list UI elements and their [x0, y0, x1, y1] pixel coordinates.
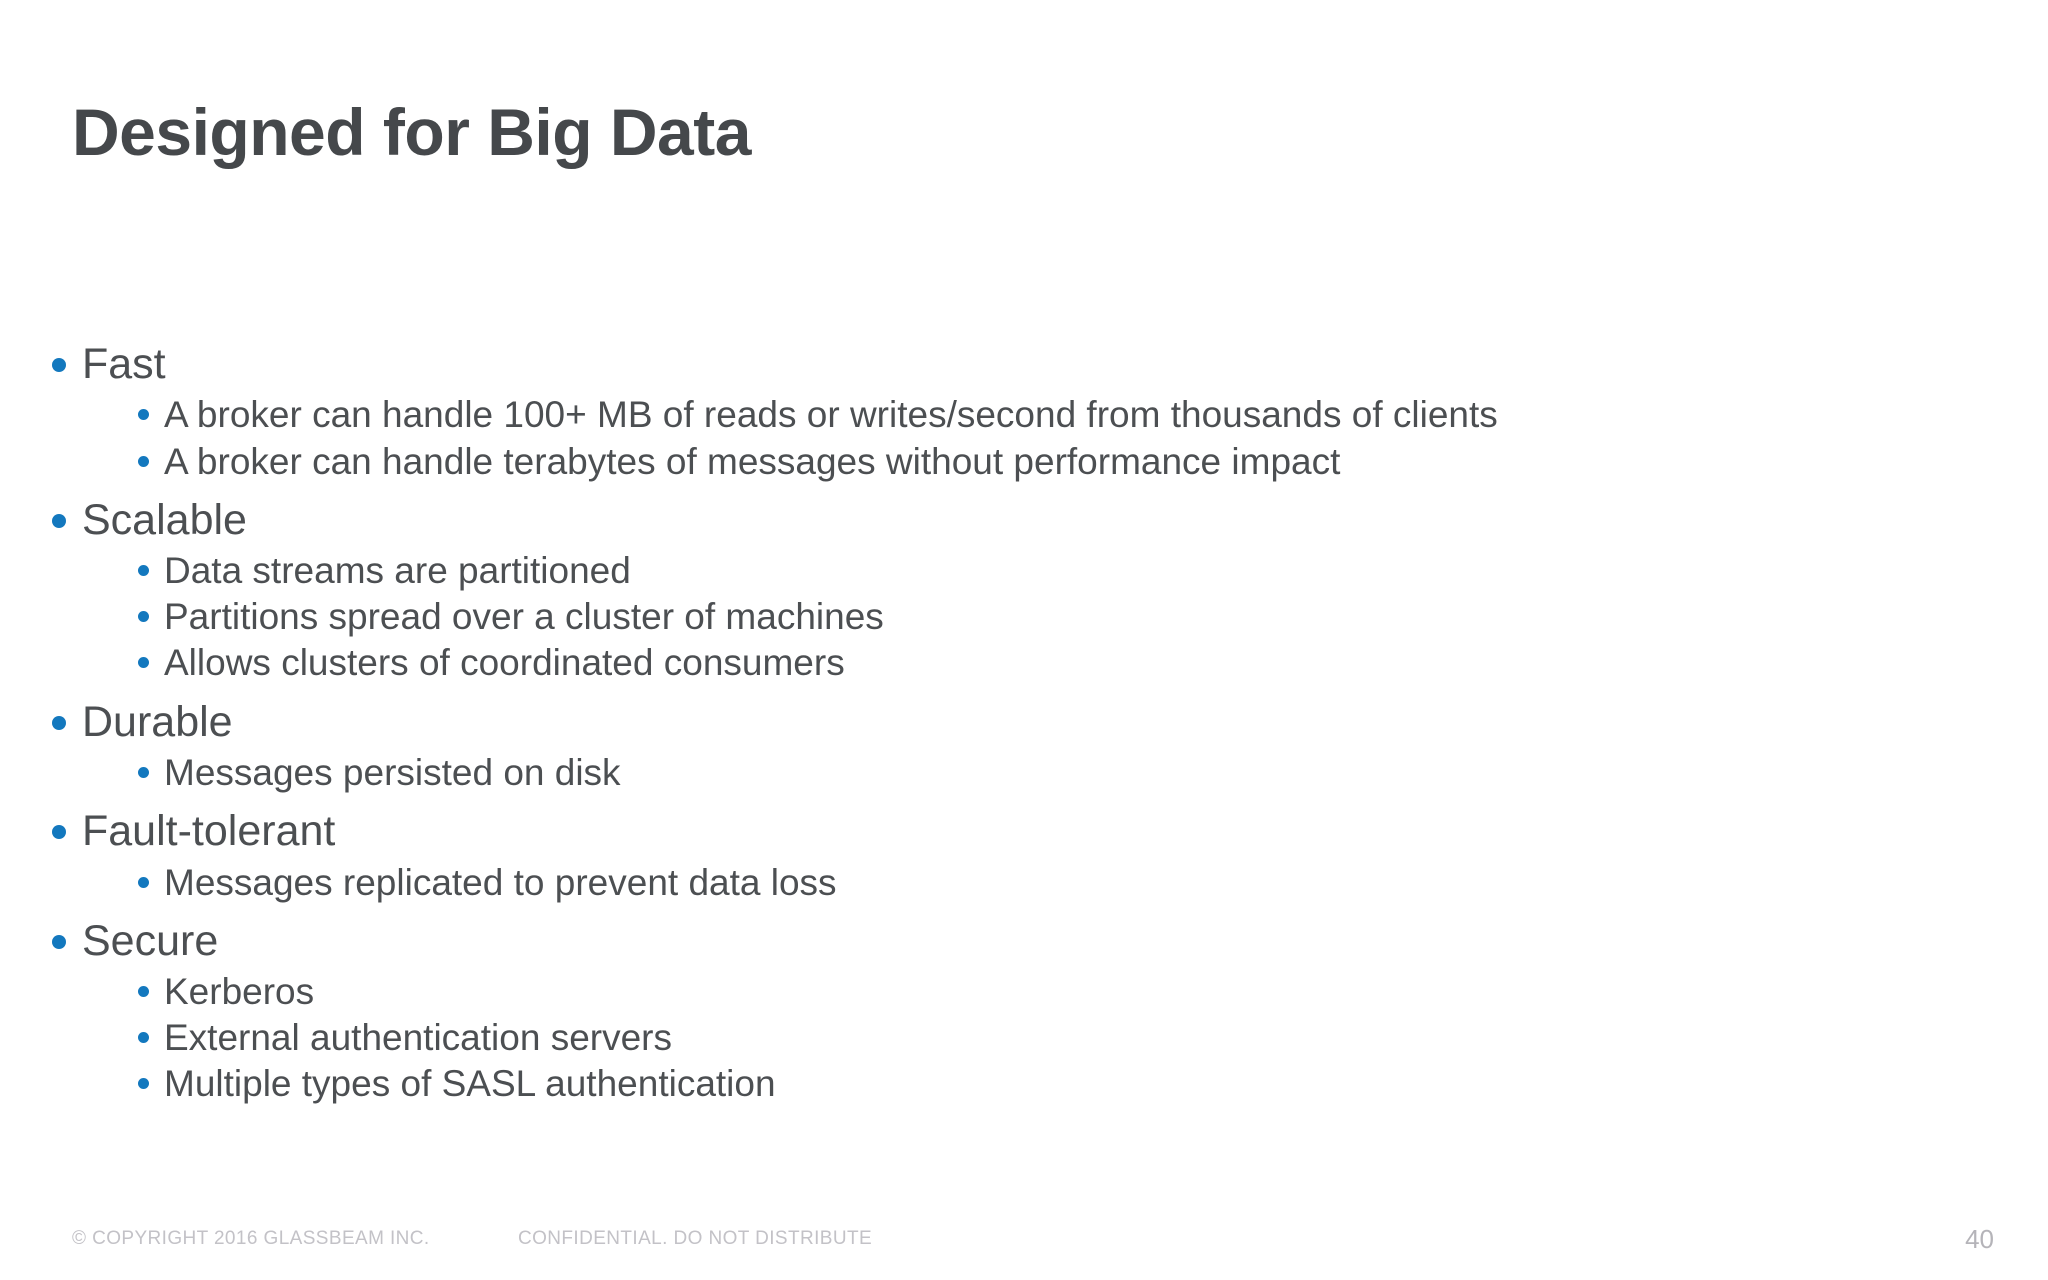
footer-copyright: © COPYRIGHT 2016 GLASSBEAM INC.	[72, 1228, 430, 1249]
slide-footer: © COPYRIGHT 2016 GLASSBEAM INC. CONFIDEN…	[0, 1224, 2048, 1258]
bullet-label-level2: Data streams are partitioned	[164, 550, 631, 592]
bullet-dot-icon	[138, 876, 149, 888]
page-number: 40	[1965, 1224, 1994, 1254]
sub-bullet-list: Messages replicated to prevent data loss	[52, 860, 1988, 905]
bullet-dot-icon	[52, 358, 66, 372]
bullet-label-level2: A broker can handle 100+ MB of reads or …	[164, 394, 1498, 436]
footer-confidentiality-notice: CONFIDENTIAL. DO NOT DISTRIBUTE	[518, 1228, 873, 1249]
bullet-label-level2: Multiple types of SASL authentication	[164, 1063, 776, 1105]
bullet-item-level1: Fast	[52, 338, 1988, 390]
bullet-dot-icon	[52, 513, 66, 528]
bullet-item-level1: Secure	[52, 915, 1988, 967]
bullet-label-level1: Fault-tolerant	[82, 807, 336, 856]
bullet-item-level2: A broker can handle terabytes of message…	[52, 439, 1988, 484]
sub-bullet-list: A broker can handle 100+ MB of reads or …	[52, 392, 1988, 483]
bullet-dot-icon	[52, 934, 66, 949]
bullet-dot-icon	[138, 611, 149, 623]
bullet-item-level2: A broker can handle 100+ MB of reads or …	[52, 392, 1988, 437]
page-title: Designed for Big Data	[72, 95, 751, 170]
bullet-label-level1: Durable	[82, 697, 233, 746]
sub-bullet-list: Messages persisted on disk	[52, 750, 1988, 795]
bullet-item-level2: Partitions spread over a cluster of mach…	[52, 594, 1988, 639]
bullet-item-level2: Kerberos	[52, 969, 1988, 1014]
bullet-item-level1: Scalable	[52, 494, 1988, 546]
bullet-item-level2: External authentication servers	[52, 1015, 1988, 1060]
bullet-label-level2: Messages persisted on disk	[164, 751, 621, 793]
bullet-item-level2: Data streams are partitioned	[52, 548, 1988, 593]
bullet-item-level1: Durable	[52, 696, 1988, 748]
bullet-label-level2: A broker can handle terabytes of message…	[164, 440, 1341, 482]
bullet-label-level1: Fast	[82, 340, 166, 388]
bullet-item-level2: Allows clusters of coordinated consumers	[52, 640, 1988, 685]
bullet-label-level2: Allows clusters of coordinated consumers	[164, 642, 845, 684]
bullet-label-level1: Scalable	[82, 495, 247, 544]
bullet-dot-icon	[138, 766, 149, 778]
bullet-dot-icon	[138, 1032, 149, 1044]
bullet-item-level2: Messages persisted on disk	[52, 750, 1988, 795]
bullet-dot-icon	[138, 565, 149, 577]
bullet-dot-icon	[138, 455, 149, 467]
bullet-dot-icon	[138, 1078, 149, 1090]
bullet-item-level1: Fault-tolerant	[52, 805, 1988, 857]
bullet-item-level2: Multiple types of SASL authentication	[52, 1061, 1988, 1106]
bullet-group: Fast A broker can handle 100+ MB of reads…	[52, 338, 1988, 484]
bullet-item-level2: Messages replicated to prevent data loss	[52, 860, 1988, 905]
bullet-label-level1: Secure	[82, 916, 219, 965]
bullet-dot-icon	[52, 715, 66, 730]
bullet-label-level2: Messages replicated to prevent data loss	[164, 861, 837, 903]
bullet-list: Fast A broker can handle 100+ MB of reads…	[52, 338, 1988, 1117]
bullet-dot-icon	[138, 657, 149, 669]
bullet-label-level2: Kerberos	[164, 971, 315, 1013]
bullet-dot-icon	[52, 825, 66, 840]
bullet-label-level2: External authentication servers	[164, 1017, 672, 1059]
bullet-dot-icon	[138, 986, 149, 998]
bullet-label-level2: Partitions spread over a cluster of mach…	[164, 596, 884, 638]
bullet-dot-icon	[138, 409, 149, 421]
